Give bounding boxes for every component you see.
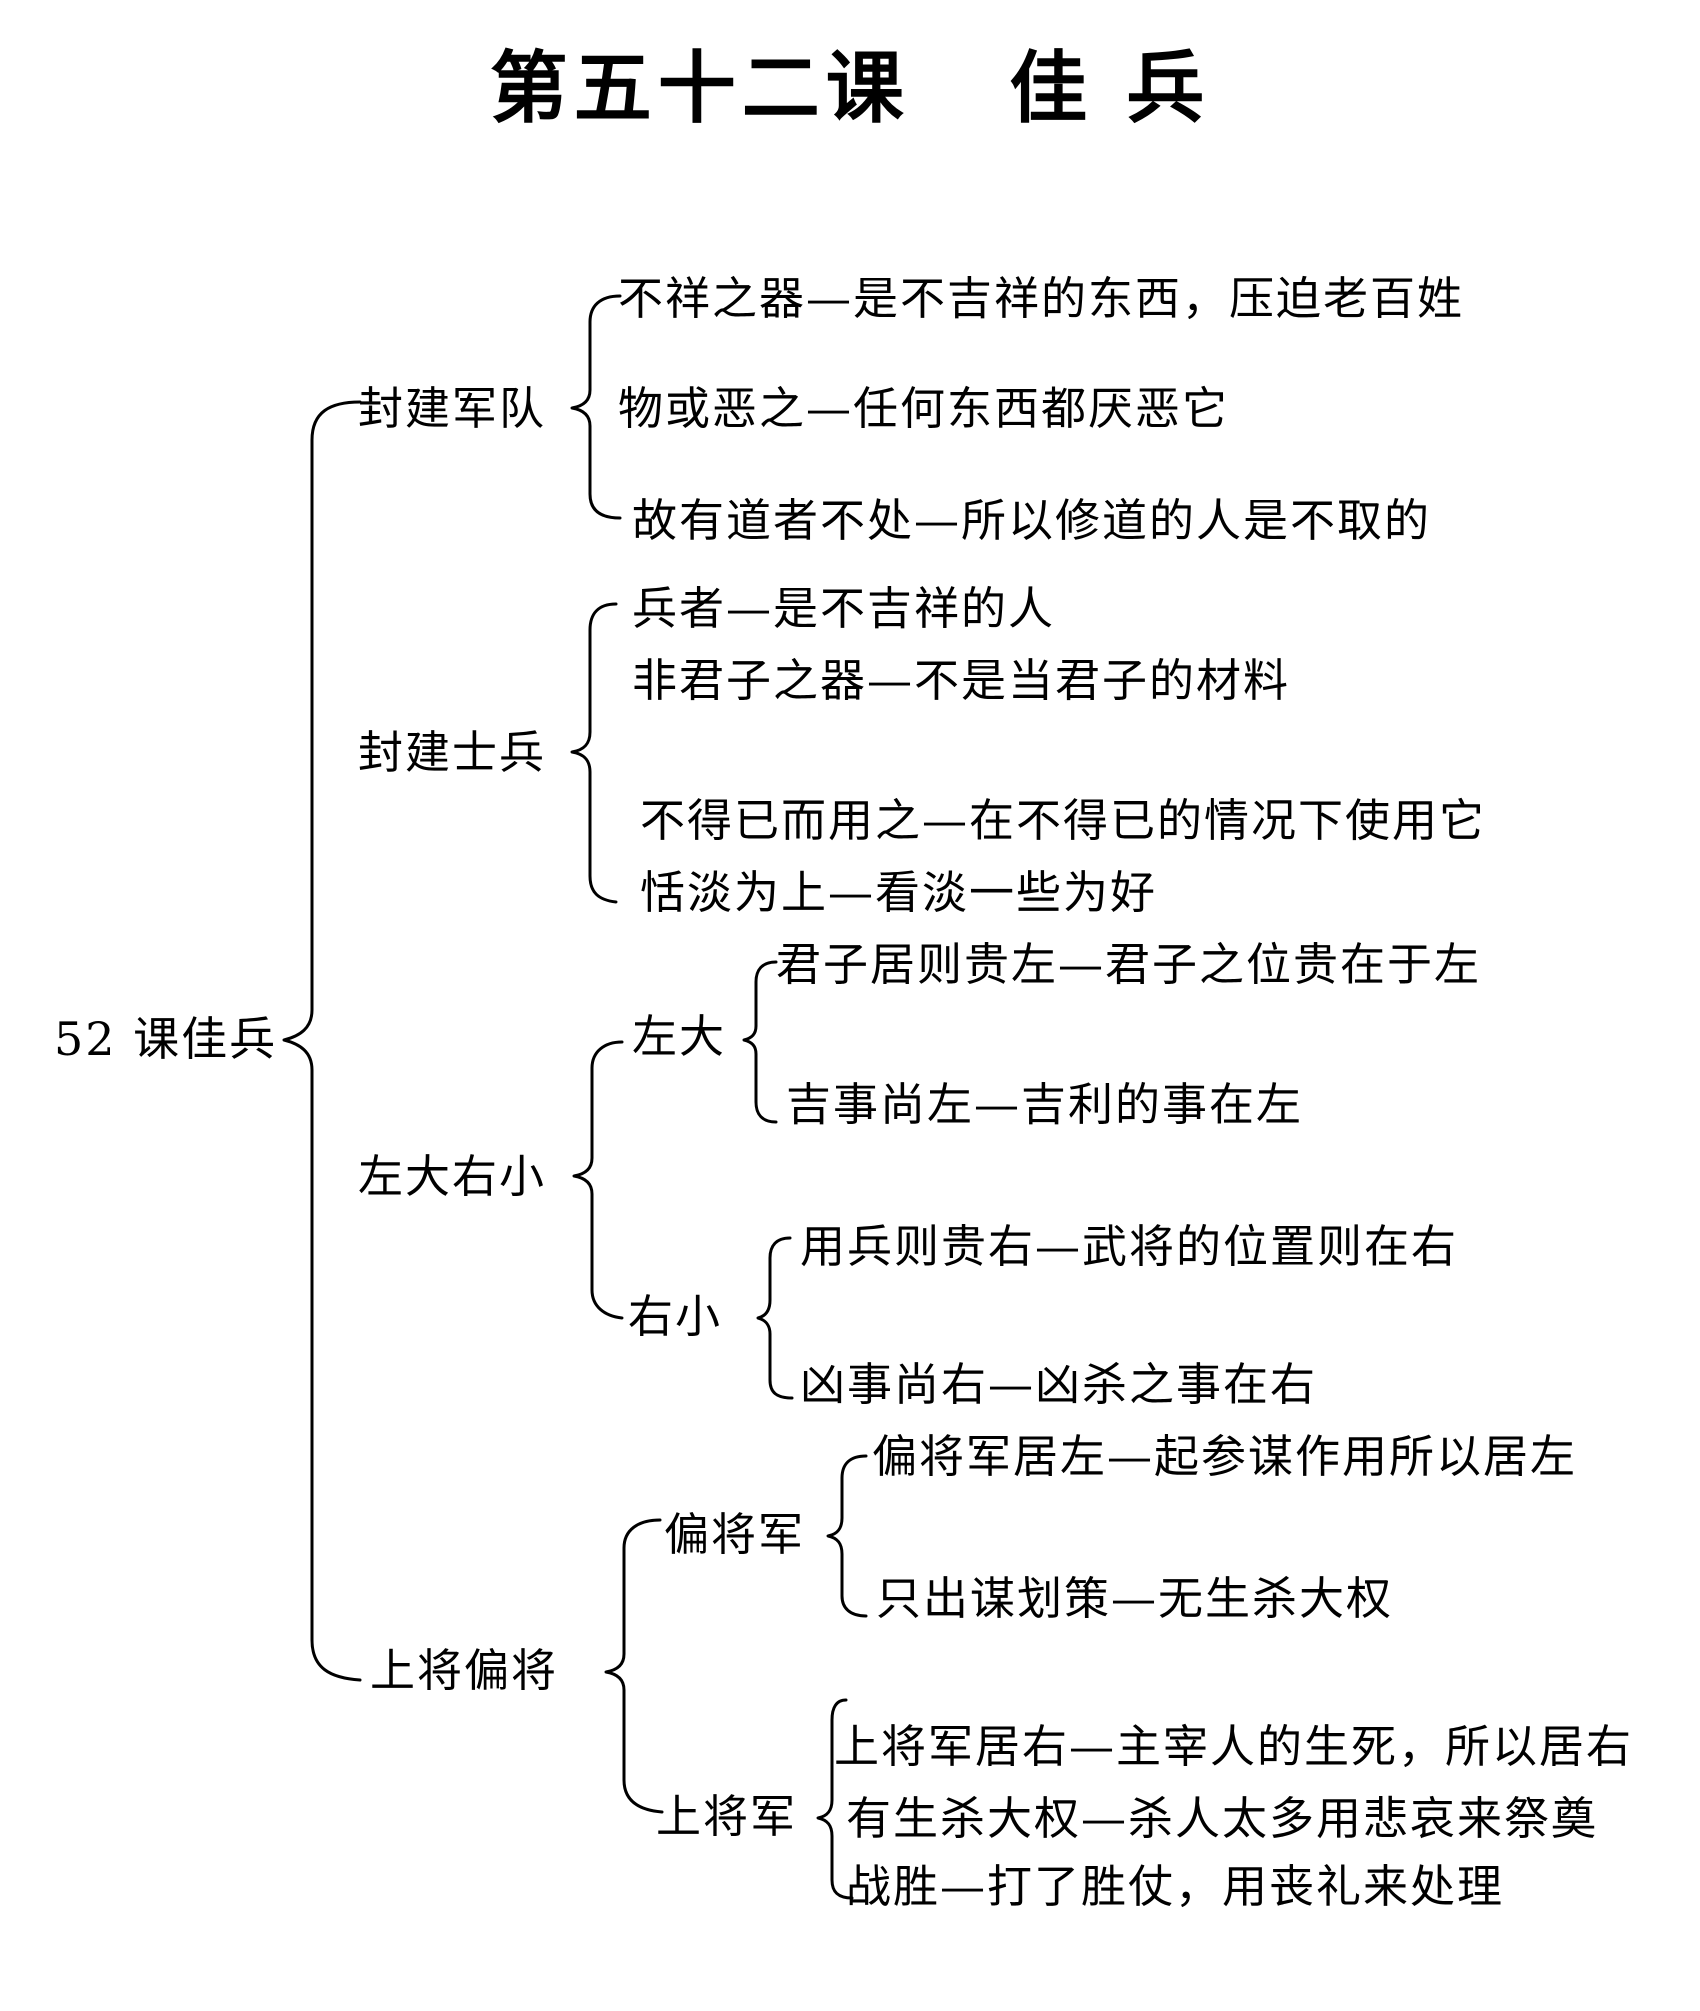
branch-label-soldier: 封建士兵 <box>358 726 547 779</box>
sub-label-shangjiang: 上将军 <box>656 1790 798 1843</box>
leaf-item: 故有道者不处—所以修道的人是不取的 <box>632 494 1432 547</box>
leaf-item: 有生杀大权—杀人太多用悲哀来祭奠 <box>846 1792 1599 1845</box>
sub-brace-zuoda <box>742 960 778 1124</box>
leaf-item: 不祥之器—是不吉祥的东西，压迫老百姓 <box>618 272 1465 325</box>
leaf-item: 偏将军居左—起参谋作用所以居左 <box>872 1430 1578 1483</box>
sub-brace-youxiao <box>756 1236 794 1400</box>
branch-brace-soldier <box>570 602 618 904</box>
branch-brace-generals <box>604 1518 664 1814</box>
root-brace <box>282 400 362 1682</box>
leaf-item: 非君子之器—不是当君子的材料 <box>632 654 1291 707</box>
leaf-item: 恬淡为上—看淡一些为好 <box>640 866 1158 919</box>
branch-label-leftright: 左大右小 <box>358 1150 547 1203</box>
sub-label-zuoda: 左大 <box>632 1010 727 1063</box>
leaf-item: 凶事尚右—凶杀之事在右 <box>800 1358 1318 1411</box>
leaf-item: 用兵则贵右—武将的位置则在右 <box>800 1220 1459 1273</box>
leaf-item: 不得已而用之—在不得已的情况下使用它 <box>640 794 1487 847</box>
branch-label-army: 封建军队 <box>358 382 547 435</box>
branch-brace-army <box>570 294 622 520</box>
leaf-item: 兵者—是不吉祥的人 <box>632 582 1056 635</box>
branch-brace-leftright <box>572 1040 624 1320</box>
leaf-item: 物或恶之—任何东西都厌恶它 <box>618 382 1230 435</box>
page-title: 第五十二课 佳 兵 <box>489 43 1211 134</box>
sub-label-youxiao: 右小 <box>628 1290 723 1343</box>
root-topic: 52 课佳兵 <box>54 1012 278 1066</box>
sub-label-pianjiang: 偏将军 <box>664 1508 806 1561</box>
sub-brace-pianjiang <box>826 1454 868 1618</box>
leaf-item: 吉事尚左—吉利的事在左 <box>786 1078 1304 1131</box>
sub-brace-shangjiang <box>816 1698 854 1900</box>
leaf-item: 君子居则贵左—君子之位贵在于左 <box>776 938 1482 991</box>
leaf-item: 战胜—打了胜仗，用丧礼来处理 <box>846 1860 1505 1913</box>
branch-label-generals: 上将偏将 <box>370 1644 559 1697</box>
leaf-item: 上将军居右—主宰人的生死，所以居右 <box>834 1720 1634 1773</box>
leaf-item: 只出谋划策—无生杀大权 <box>876 1572 1394 1625</box>
